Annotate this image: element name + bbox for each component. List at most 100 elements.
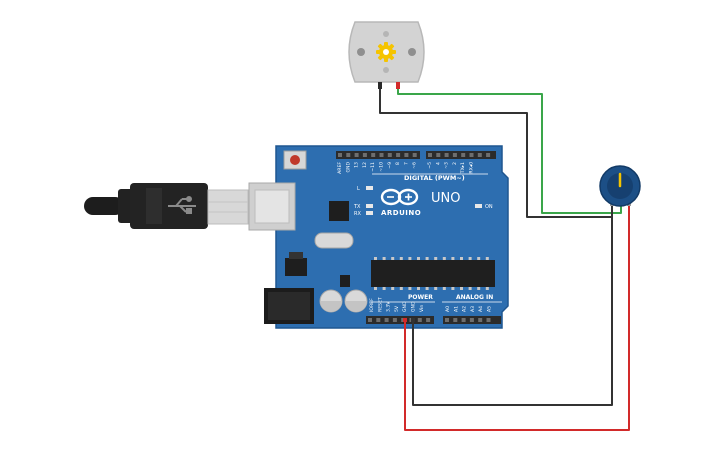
usb-plug-grip bbox=[146, 188, 162, 224]
header-pin-hole[interactable] bbox=[444, 153, 449, 157]
header-pin-hole[interactable] bbox=[371, 153, 376, 157]
header-pin-hole[interactable] bbox=[354, 153, 359, 157]
wire-ground-motor-to-pot[interactable] bbox=[379, 88, 612, 218]
header-pin-hole[interactable] bbox=[396, 153, 401, 157]
header-pin-hole[interactable] bbox=[368, 318, 372, 322]
pin-label: ~3 bbox=[444, 162, 450, 169]
chip-pin bbox=[442, 287, 446, 290]
chip-pin bbox=[460, 257, 463, 260]
chip-pin bbox=[434, 257, 438, 260]
header-pin-hole[interactable] bbox=[384, 318, 389, 322]
pin-label: 7 bbox=[403, 162, 409, 165]
pin-label: 2 bbox=[452, 162, 458, 165]
chip-pin bbox=[408, 257, 412, 260]
pin-label: 8 bbox=[395, 162, 401, 165]
pin-label: A0 bbox=[445, 306, 451, 312]
usb-plug-metal bbox=[207, 189, 249, 225]
pin-label: A5 bbox=[487, 306, 493, 312]
pin-label: ~6 bbox=[412, 162, 418, 169]
digital-header-left[interactable] bbox=[336, 151, 420, 159]
chip-pin bbox=[382, 287, 386, 290]
digital-section-label: DIGITAL (PWM~) bbox=[404, 174, 465, 182]
header-pin-hole[interactable] bbox=[445, 318, 449, 322]
header-pin-hole[interactable] bbox=[417, 318, 422, 322]
pin-label: GND bbox=[411, 301, 417, 312]
pin-label: GND bbox=[402, 301, 408, 312]
header-pin-hole[interactable] bbox=[461, 153, 466, 157]
header-pin-hole[interactable] bbox=[428, 153, 432, 157]
chip-pin bbox=[460, 287, 463, 290]
header-pin-hole[interactable] bbox=[404, 153, 409, 157]
voltage-regulator bbox=[285, 258, 307, 276]
chip-pin bbox=[399, 257, 403, 260]
header-pin-hole[interactable] bbox=[469, 153, 474, 157]
header-pin-hole[interactable] bbox=[426, 318, 431, 322]
chip-pin bbox=[485, 257, 489, 260]
chip-pin bbox=[382, 257, 386, 260]
usb-symbol-icon bbox=[168, 196, 196, 214]
usb-cable[interactable] bbox=[84, 183, 249, 229]
led-tx bbox=[366, 204, 373, 208]
chip-pin bbox=[374, 287, 377, 290]
header-pin-hole[interactable] bbox=[346, 153, 351, 157]
pin-label: Vin bbox=[419, 305, 425, 312]
power-header[interactable] bbox=[366, 316, 434, 324]
header-pin-hole[interactable] bbox=[362, 153, 367, 157]
pin-label: AREF bbox=[337, 162, 343, 174]
chip-pin bbox=[468, 287, 472, 290]
pin-label: ~10 bbox=[379, 162, 385, 172]
digital-header-right[interactable] bbox=[426, 151, 496, 159]
pin-label: 13 bbox=[354, 162, 360, 168]
header-pin-hole[interactable] bbox=[486, 153, 491, 157]
pin-label: IOREF bbox=[369, 298, 375, 312]
header-pin-hole[interactable] bbox=[478, 318, 483, 322]
reset-button-cap[interactable] bbox=[290, 155, 300, 165]
wire-signal-motor-to-pot[interactable] bbox=[397, 88, 622, 214]
dc-motor[interactable] bbox=[348, 21, 425, 89]
power-section-label: POWER bbox=[408, 294, 433, 301]
motor-terminal-negative bbox=[378, 82, 382, 89]
chip-pin bbox=[434, 287, 438, 290]
led-on bbox=[475, 204, 482, 208]
led-on-label: ON bbox=[485, 204, 493, 210]
header-pin-hole[interactable] bbox=[469, 318, 474, 322]
led-l-label: L bbox=[357, 186, 360, 192]
arduino-brand-text: ARDUINO bbox=[381, 209, 421, 217]
header-pin-hole[interactable] bbox=[477, 153, 482, 157]
wire-5v-arduino-to-pot[interactable] bbox=[404, 205, 630, 431]
header-pin-hole[interactable] bbox=[387, 153, 392, 157]
header-pin-hole[interactable] bbox=[453, 318, 458, 322]
pin-label: 4 bbox=[435, 162, 441, 165]
led-rx bbox=[366, 211, 373, 215]
usb-cable-cord bbox=[84, 197, 124, 215]
header-pin-hole[interactable] bbox=[452, 153, 457, 157]
header-pin-hole[interactable] bbox=[379, 153, 384, 157]
chip-pin bbox=[417, 257, 420, 260]
chip-pin bbox=[451, 257, 455, 260]
header-pin-hole[interactable] bbox=[392, 318, 397, 322]
chip-pin bbox=[477, 287, 481, 290]
header-pin-hole[interactable] bbox=[436, 153, 441, 157]
header-pin-hole[interactable] bbox=[338, 153, 342, 157]
chip-pin bbox=[408, 287, 412, 290]
motor-screw-left bbox=[357, 48, 365, 56]
pin-label: A1 bbox=[453, 306, 459, 312]
wire-gnd-arduino-to-pot[interactable] bbox=[412, 205, 613, 406]
pin-label: A2 bbox=[462, 306, 468, 312]
analog-section-label: ANALOG IN bbox=[456, 294, 493, 301]
potentiometer[interactable] bbox=[599, 165, 641, 207]
pin-label: GND bbox=[345, 162, 351, 173]
pin-label: 3.3V bbox=[386, 301, 392, 312]
header-pin-hole[interactable] bbox=[461, 318, 466, 322]
pin-label: A4 bbox=[478, 306, 484, 312]
header-pin-hole[interactable] bbox=[486, 318, 491, 322]
motor-screw-right bbox=[408, 48, 416, 56]
header-pin-hole[interactable] bbox=[376, 318, 381, 322]
chip-pin bbox=[468, 257, 472, 260]
header-pin-hole[interactable] bbox=[412, 153, 417, 157]
chip-pin bbox=[417, 287, 420, 290]
led-rx-label: RX bbox=[354, 211, 361, 217]
chip-pin bbox=[425, 287, 429, 290]
